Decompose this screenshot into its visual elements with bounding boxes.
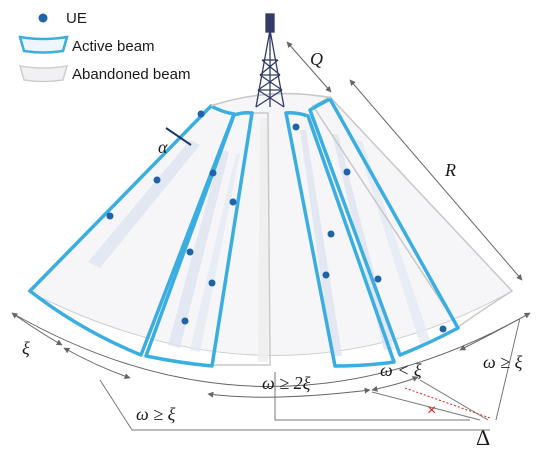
label-omega-lt-xi: ω < ξ	[380, 360, 422, 380]
ue-dot	[209, 169, 217, 177]
legend: UE Active beam Abandoned beam	[18, 10, 190, 83]
ue-dot	[153, 176, 161, 184]
label-q: Q	[310, 49, 323, 69]
label-r: R	[444, 160, 456, 180]
dotted-leader	[404, 387, 491, 419]
active-beam-4	[308, 97, 460, 357]
legend-ue-dot	[38, 13, 48, 23]
ue-dot	[229, 198, 237, 206]
ue-dot	[374, 275, 382, 283]
ue-dot	[327, 230, 335, 238]
ue-dot	[197, 110, 205, 118]
active-beam-3	[284, 111, 396, 368]
ue-dot	[208, 279, 216, 287]
active-beams	[28, 97, 460, 368]
ue-dot	[106, 212, 114, 220]
active-beam-2	[144, 111, 254, 368]
cross-mark: ×	[427, 402, 436, 419]
legend-ue-label: UE	[66, 10, 87, 27]
legend-abandoned-label: Abandoned beam	[72, 66, 190, 83]
label-xi: ξ	[22, 338, 30, 358]
alpha-marker	[165, 127, 192, 146]
arc-arrows	[11, 312, 531, 398]
dimension-arrows	[286, 41, 523, 281]
label-alpha: α	[158, 137, 168, 157]
tower-icon	[255, 13, 285, 108]
leader-lines	[99, 317, 521, 431]
legend-active-swatch	[18, 35, 69, 54]
legend-active-label: Active beam	[72, 38, 155, 55]
ue-dot	[292, 123, 300, 131]
ue-dot	[181, 317, 189, 325]
legend-abandoned-swatch	[18, 65, 69, 83]
label-omega-ge-2xi: ω ≥ 2ξ	[262, 373, 311, 393]
active-beam-1	[28, 104, 236, 357]
ue-dot	[322, 271, 330, 279]
ue-dot	[343, 168, 351, 176]
label-delta: Δ	[476, 425, 490, 450]
label-omega-ge-xi-right: ω ≥ ξ	[483, 352, 523, 372]
ue-dot	[186, 248, 194, 256]
ue-points	[106, 110, 447, 333]
label-omega-ge-xi-left: ω ≥ ξ	[136, 404, 176, 424]
ue-dot	[439, 325, 447, 333]
